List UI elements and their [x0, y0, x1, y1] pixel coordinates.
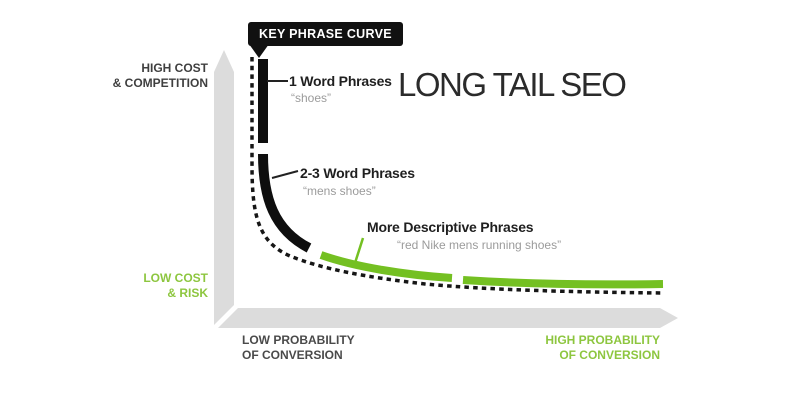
page-title: LONG TAIL SEO: [398, 66, 627, 103]
annotation-descriptive-phrases-example: “red Nike mens running shoes”: [397, 238, 562, 252]
curve-segment-descriptive-2: [462, 276, 664, 289]
y-axis-label-high-cost: HIGH COST & COMPETITION: [90, 61, 208, 91]
x-axis-label-low-probability: LOW PROBABILITY OF CONVERSION: [242, 333, 382, 363]
x-axis-label-high-probability-line2: OF CONVERSION: [559, 348, 660, 362]
pointer-line-2-3-word: [271, 170, 299, 179]
annotation-2-3-word-phrases-label: 2-3 Word Phrases: [300, 165, 415, 181]
annotation-2-3-word-phrases-example: “mens shoes”: [303, 184, 376, 198]
curve-segment-descriptive-1: [319, 251, 453, 282]
pointer-line-descriptive: [353, 237, 365, 264]
x-axis-label-low-probability-line2: OF CONVERSION: [242, 348, 343, 362]
annotation-descriptive-phrases-label: More Descriptive Phrases: [367, 219, 534, 235]
curve-segment-2-3-word: [258, 153, 312, 253]
callout-pointer-icon: [249, 44, 269, 58]
y-axis-label-high-cost-line2: & COMPETITION: [112, 76, 208, 90]
x-axis-bar: [218, 308, 678, 328]
key-phrase-curve-callout: KEY PHRASE CURVE: [248, 22, 403, 46]
annotation-1-word-phrases-label: 1 Word Phrases: [289, 73, 392, 89]
x-axis-label-high-probability-line1: HIGH PROBABILITY: [545, 333, 660, 347]
y-axis-label-low-cost-line1: LOW COST: [143, 271, 208, 285]
x-axis-label-high-probability: HIGH PROBABILITY OF CONVERSION: [520, 333, 660, 363]
y-axis-label-high-cost-line1: HIGH COST: [141, 61, 208, 75]
y-axis-bar: [214, 50, 234, 325]
y-axis-label-low-cost-line2: & RISK: [167, 286, 208, 300]
dashed-curve: [250, 57, 664, 295]
x-axis-label-low-probability-line1: LOW PROBABILITY: [242, 333, 355, 347]
annotation-1-word-phrases-example: “shoes”: [291, 91, 332, 105]
y-axis-label-low-cost: LOW COST & RISK: [120, 271, 208, 301]
